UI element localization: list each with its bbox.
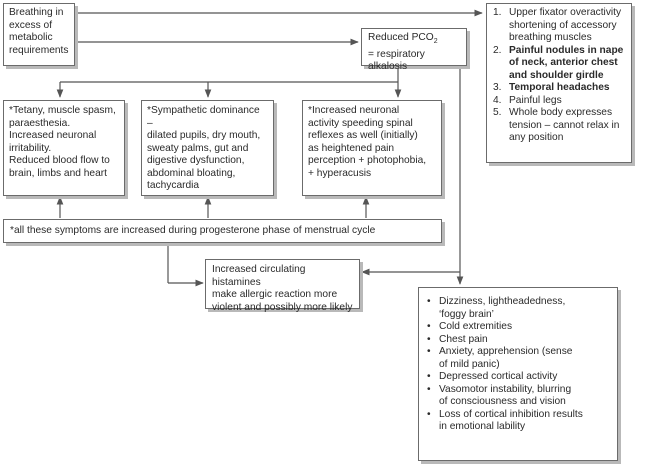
item-number: 4. bbox=[493, 94, 502, 106]
sympathetic-box: *Sympathetic dominance – dilated pupils,… bbox=[141, 100, 274, 196]
item-text: Painful legs bbox=[509, 95, 562, 108]
upper-symptom-item: 3. Temporal headaches bbox=[493, 82, 625, 95]
item-text: Depressed cortical activity bbox=[439, 371, 557, 384]
bullet-icon: • bbox=[427, 371, 431, 382]
progesterone-note-box: *all these symptoms are increased during… bbox=[3, 219, 442, 243]
bullet-icon: • bbox=[427, 346, 431, 357]
pco2-box: Reduced PCO2 = respiratory alkalosis bbox=[361, 28, 467, 72]
item-text: Cold extremities bbox=[439, 321, 512, 334]
breathing-line: requirements bbox=[9, 44, 69, 56]
item-text-line: of consciousness and vision bbox=[439, 396, 566, 407]
item-text-line: shortening of accessory bbox=[509, 19, 617, 31]
item-number: 3. bbox=[493, 82, 502, 93]
sympathetic-line: dilated pupils, dry mouth, bbox=[147, 130, 261, 141]
item-text-line: of neck, anterior chest bbox=[509, 57, 618, 68]
bullet-icon: • bbox=[427, 321, 431, 332]
tetany-line: Reduced blood flow to bbox=[9, 155, 110, 166]
neuronal-line: reflexes as well (initially) bbox=[308, 130, 418, 141]
sympathetic-line: digestive dysfunction, bbox=[147, 155, 245, 166]
item-text-line: Cold extremities bbox=[439, 321, 513, 332]
tetany-line: paraesthesia. bbox=[9, 117, 71, 129]
progesterone-note: *all these symptoms are increased during… bbox=[10, 225, 376, 236]
item-text-line: any position bbox=[509, 132, 564, 143]
item-text-line: tension – cannot relax in bbox=[509, 119, 620, 131]
tetany-box: *Tetany, muscle spasm, paraesthesia. Inc… bbox=[3, 100, 125, 196]
lower-symptoms-list: • Dizziness, lightheadedness,‘foggy brain… bbox=[427, 296, 611, 434]
neuronal-line: perception + photophobia, bbox=[308, 155, 427, 166]
lower-symptom-item: • Depressed cortical activity bbox=[427, 371, 611, 384]
item-text: Chest pain bbox=[439, 334, 488, 347]
item-text: Dizziness, lightheadedness,‘foggy brain’ bbox=[439, 296, 565, 321]
neuronal-box: *Increased neuronal activity speeding sp… bbox=[302, 100, 442, 196]
item-text-line: Whole body expresses bbox=[509, 107, 613, 118]
sympathetic-line: abdominal bloating, bbox=[147, 167, 236, 179]
breathing-line: Breathing in bbox=[9, 7, 64, 18]
item-number: 2. bbox=[493, 44, 502, 56]
histamines-line: make allergic reaction more bbox=[212, 289, 338, 300]
tetany-line: brain, limbs and heart bbox=[9, 167, 107, 179]
breathing-box: Breathing in excess of metabolic require… bbox=[3, 3, 75, 66]
item-text-line: in emotional lability bbox=[439, 421, 526, 432]
tetany-line: Increased neuronal bbox=[9, 130, 97, 141]
pco2-subtitle: = respiratory alkalosis bbox=[368, 48, 425, 73]
bullet-icon: • bbox=[427, 333, 431, 345]
item-text: Temporal headaches bbox=[509, 82, 610, 95]
item-text-line: Vasomotor instability, blurring bbox=[439, 383, 572, 395]
item-text-line: Upper fixator overactivity bbox=[509, 7, 622, 18]
histamines-box: Increased circulating histamines make al… bbox=[205, 259, 360, 313]
bullet-icon: • bbox=[427, 383, 431, 395]
item-text-line: ‘foggy brain’ bbox=[439, 308, 494, 320]
item-text-line: Chest pain bbox=[439, 333, 488, 345]
item-text-line: Dizziness, lightheadedness, bbox=[439, 296, 566, 307]
histamines-line: Increased circulating histamines bbox=[212, 264, 306, 288]
neuronal-line: + hyperacusis bbox=[308, 167, 372, 179]
item-text-line: of mild panic) bbox=[439, 358, 500, 370]
item-text-line: Depressed cortical activity bbox=[439, 371, 558, 382]
breathing-line: metabolic bbox=[9, 32, 53, 43]
tetany-line: *Tetany, muscle spasm, bbox=[9, 105, 116, 116]
neuronal-line: activity speeding spinal bbox=[308, 117, 413, 129]
item-text-line: Painful nodules in nape bbox=[509, 44, 624, 56]
item-text-line: Anxiety, apprehension (sense bbox=[439, 346, 573, 357]
pco2-title: Reduced PCO2 bbox=[368, 32, 438, 46]
bullet-icon: • bbox=[427, 296, 431, 307]
item-text-line: Temporal headaches bbox=[509, 82, 610, 93]
neuronal-line: as heightened pain bbox=[308, 142, 395, 154]
tetany-line: irritability. bbox=[9, 142, 52, 154]
lower-symptom-item: • Chest pain bbox=[427, 334, 611, 347]
lower-symptom-item: • Cold extremities bbox=[427, 321, 611, 334]
bullet-icon: • bbox=[427, 408, 431, 420]
item-text-line: and shoulder girdle bbox=[509, 69, 604, 81]
item-text-line: Painful legs bbox=[509, 94, 562, 106]
neuronal-line: *Increased neuronal bbox=[308, 105, 400, 116]
item-text-line: Loss of cortical inhibition results bbox=[439, 408, 583, 420]
item-text-line: breathing muscles bbox=[509, 32, 592, 43]
histamines-line: violent and possibly more likely bbox=[212, 301, 353, 313]
sympathetic-line: *Sympathetic dominance – bbox=[147, 105, 260, 129]
upper-symptom-item: 4. Painful legs bbox=[493, 95, 625, 108]
lower-symptom-item: • Dizziness, lightheadedness,‘foggy brain… bbox=[427, 296, 611, 321]
lower-symptoms-box: • Dizziness, lightheadedness,‘foggy brain… bbox=[418, 287, 618, 461]
sympathetic-line: tachycardia bbox=[147, 180, 200, 191]
item-number: 1. bbox=[493, 7, 502, 18]
breathing-line: excess of bbox=[9, 19, 53, 31]
sympathetic-line: sweaty palms, gut and bbox=[147, 142, 249, 154]
item-number: 5. bbox=[493, 107, 502, 118]
